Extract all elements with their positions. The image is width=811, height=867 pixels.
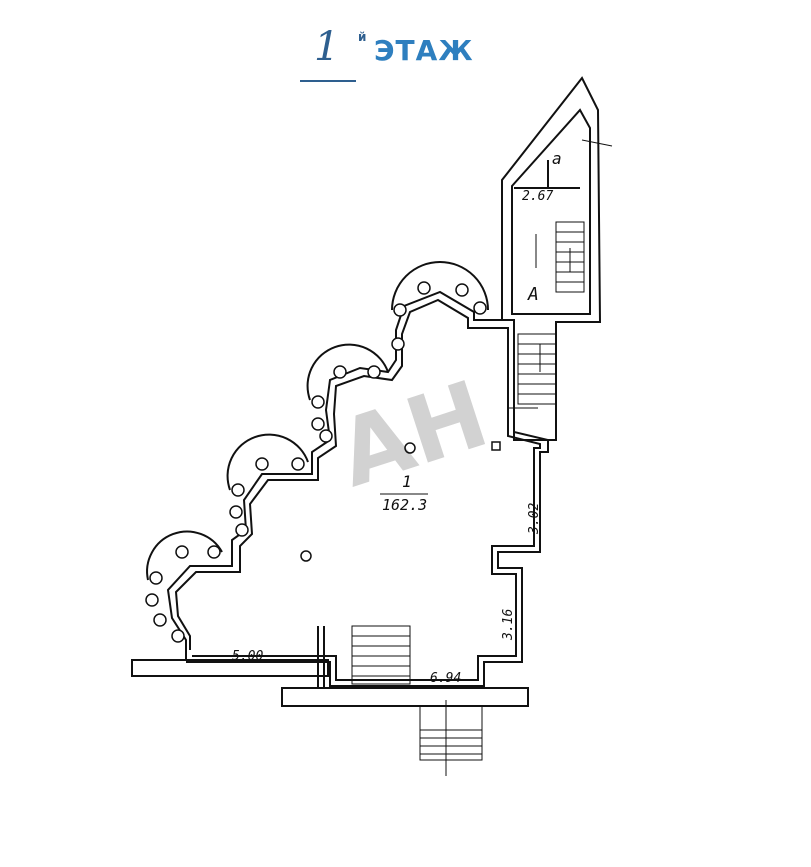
room-a-area: 2.67 (522, 189, 553, 204)
stairs (351, 139, 613, 776)
floor-title: 1 й ЭТАЖ (300, 22, 500, 82)
room-1-label: 1 (402, 472, 412, 491)
floor-number: 1 (314, 24, 340, 70)
dimension-labels: 3.02 3.16 5.00 6.94 (232, 503, 542, 686)
bay-walls (146, 261, 489, 581)
side-walls (131, 626, 529, 707)
floor-word: ЭТАЖ (374, 34, 474, 67)
columns (145, 281, 487, 643)
exterior-wall (166, 290, 549, 687)
room-1-area: 162.3 (382, 496, 427, 514)
dimension-5-00: 5.00 (232, 649, 263, 664)
room-a-label: а (552, 149, 562, 168)
dimension-6-94: 6.94 (430, 671, 461, 686)
interior-columns (300, 441, 501, 562)
floor-suffix: й (358, 30, 367, 44)
dimension-3-02: 3.02 (527, 503, 542, 535)
dimension-3-16: 3.16 (501, 609, 516, 641)
room-A-label: А (527, 284, 539, 305)
staircase-tower (501, 76, 602, 441)
watermark: АН (326, 360, 500, 508)
floor-number-underline (300, 80, 356, 82)
room-labels: 1 162.3 а 2.67 А (380, 149, 562, 514)
